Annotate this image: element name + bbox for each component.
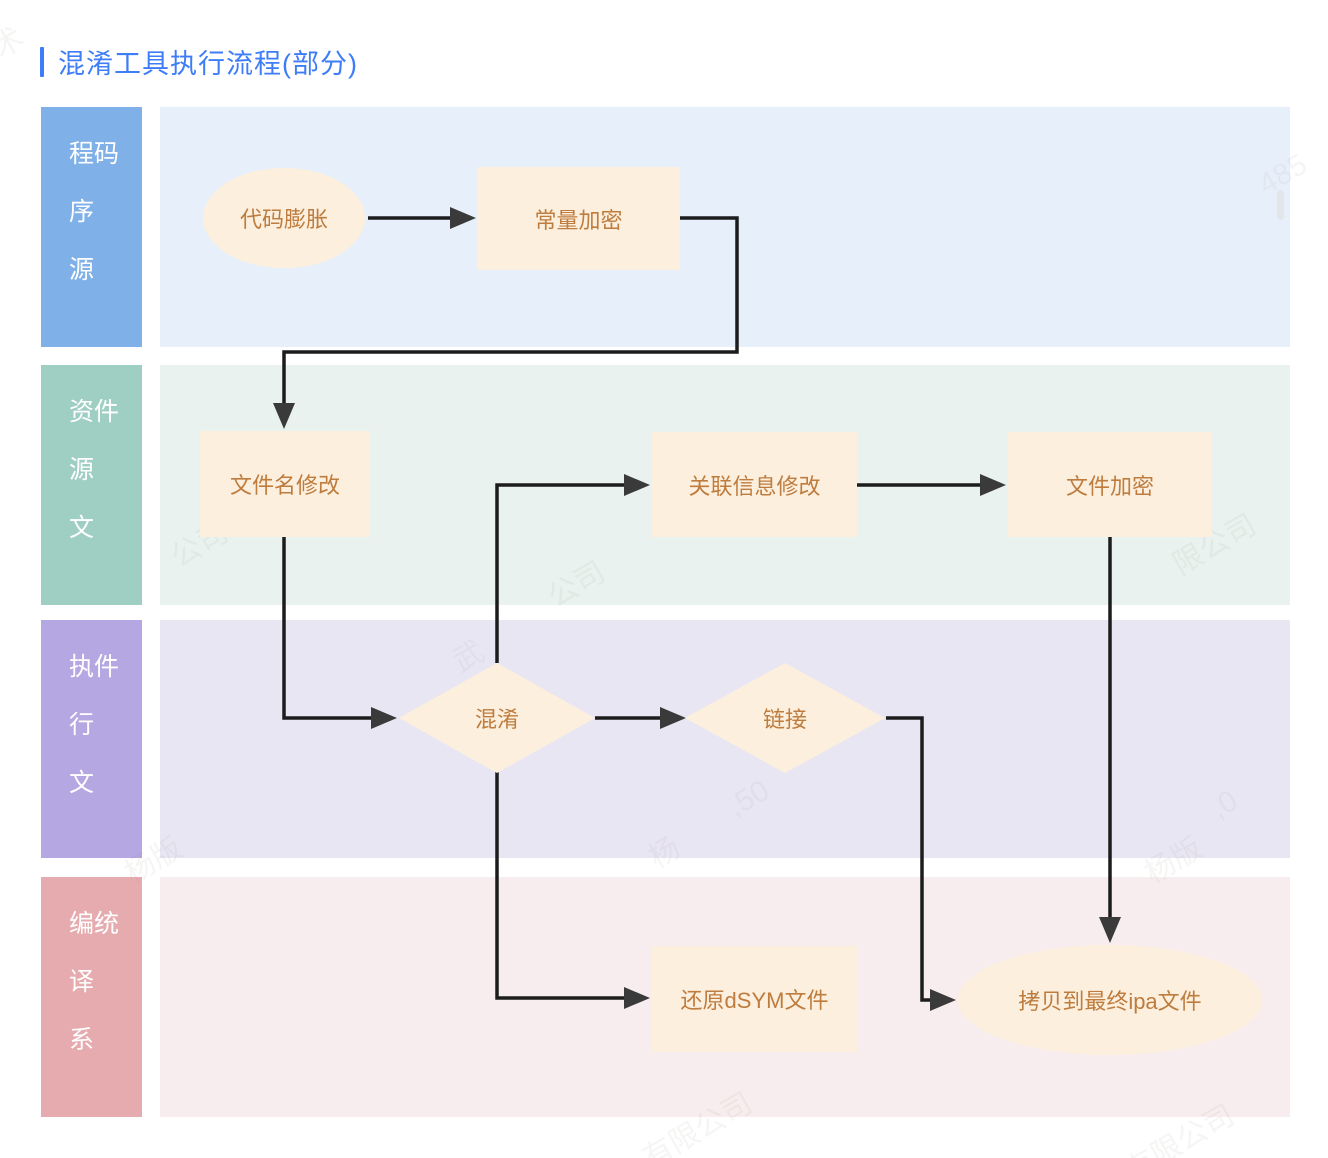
watermark-text: 术 [0,21,30,65]
node-related-info-modify[interactable]: 关联信息修改 [652,432,857,537]
scrollbar-thumb[interactable] [1277,190,1284,220]
node-label: 拷贝到最终ipa文件 [1018,989,1202,1014]
node-label: 文件名修改 [229,473,340,498]
lane-label-text: 程序源码 [65,140,119,314]
node-constant-encrypt[interactable]: 常量加密 [477,167,680,270]
node-restore-dsym[interactable]: 还原dSYM文件 [652,946,857,1052]
node-copy-to-ipa[interactable]: 拷贝到最终ipa文件 [958,945,1262,1055]
node-code-bloat[interactable]: 代码膨胀 [203,168,365,268]
lane-label-text: 编译系统 [65,910,119,1084]
node-label: 混淆 [474,707,519,732]
lane-label-executable-files: 执行文件 [41,620,142,858]
node-label: 文件加密 [1065,473,1154,499]
lane-label-resource-files: 资源文件 [41,365,142,605]
page-title-text: 混淆工具执行流程(部分) [58,49,358,79]
lane-label-text: 资源文件 [65,398,119,572]
lane-label-text: 执行文件 [65,653,119,827]
node-filename-modify[interactable]: 文件名修改 [200,431,370,537]
node-label: 还原dSYM文件 [680,988,829,1013]
node-label: 关联信息修改 [688,473,821,499]
node-label: 链接 [762,707,807,732]
node-label: 常量加密 [534,207,623,233]
lane-label-program-source: 程序源码 [41,107,142,347]
node-file-encrypt[interactable]: 文件加密 [1008,432,1212,537]
title-accent-bar [40,46,44,77]
node-label: 代码膨胀 [239,207,328,232]
lane-label-compile-system: 编译系统 [41,877,142,1117]
page-title: 混淆工具执行流程(部分) [40,42,358,81]
